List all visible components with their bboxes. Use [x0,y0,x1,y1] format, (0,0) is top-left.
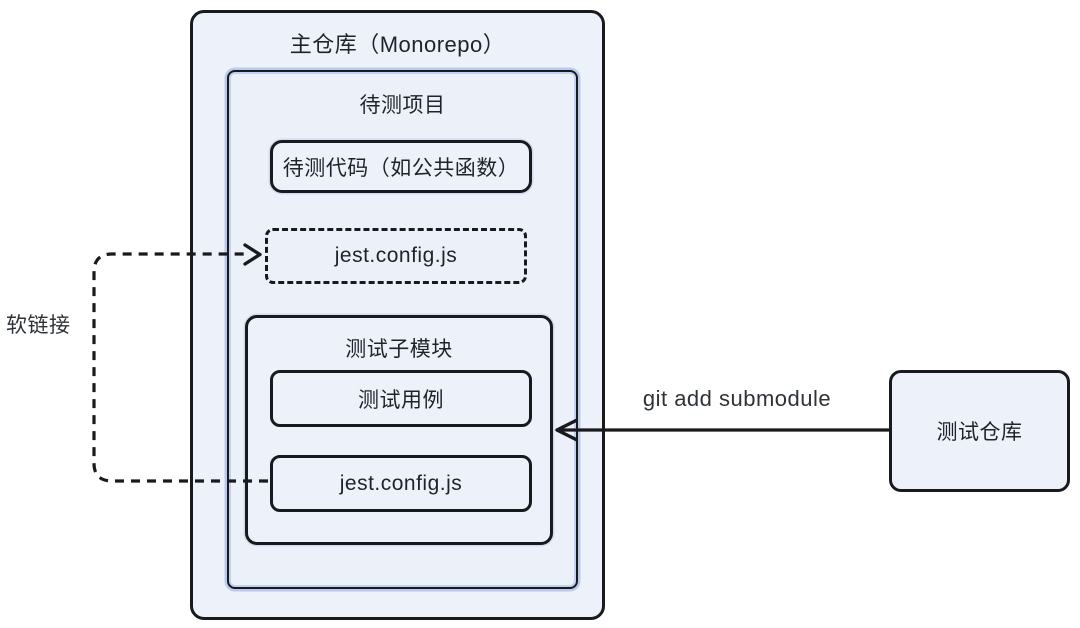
test-repo-label: 测试仓库 [936,421,1023,444]
submodule-title: 测试子模块 [345,338,453,361]
git-submodule-edge-label: git add submodule [642,386,832,411]
jest-symlink-target-box: jest.config.js [265,228,527,284]
main-repo-title: 主仓库（Monorepo） [289,32,506,57]
test-repo-box: 测试仓库 [889,370,1070,492]
code-under-test-label: 待测代码（如公共函数） [282,156,520,180]
code-under-test-box: 待测代码（如公共函数） [270,140,532,193]
jest-config-label: jest.config.js [339,471,463,495]
test-cases-label: 测试用例 [358,388,444,412]
symlink-edge-label: 软链接 [6,314,71,337]
test-cases-box: 测试用例 [270,370,532,427]
jest-symlink-target-label: jest.config.js [334,244,458,267]
project-title: 待测项目 [359,94,446,117]
jest-config-box: jest.config.js [270,455,532,512]
